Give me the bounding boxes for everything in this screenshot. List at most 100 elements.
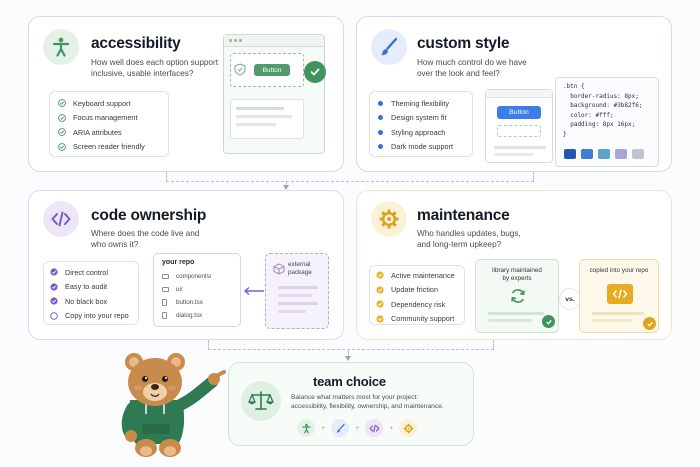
code-icon: [607, 284, 633, 304]
repo-title: your repo: [162, 259, 195, 266]
code-icon: [43, 201, 79, 237]
code-line: .btn {: [563, 83, 585, 90]
code-line: border-radius: 8px;: [563, 92, 639, 100]
folder-icon: [162, 287, 169, 292]
team-choice-description: Balance what matters most for your proje…: [291, 394, 444, 410]
maintenance-description: Who handles updates, bugs, and long-term…: [417, 229, 521, 249]
list-item: Theming flexibility: [378, 96, 464, 111]
custom-style-criteria-list: Theming flexibility Design system fit St…: [369, 91, 473, 157]
accessibility-criteria-list: Keyboard support Focus management ARIA a…: [49, 91, 169, 157]
accessibility-icon: [297, 419, 315, 437]
refresh-icon: [511, 289, 525, 303]
check-circle-icon: [58, 99, 66, 108]
check-badge-icon: [643, 317, 656, 330]
brush-icon: [371, 29, 407, 65]
check-circle-icon: [376, 300, 384, 308]
list-item: Update friction: [376, 283, 458, 298]
gear-icon: [399, 419, 418, 437]
list-item: Active maintenance: [376, 268, 458, 283]
external-package-card: external package: [265, 253, 329, 329]
connector-bottom: [208, 340, 494, 350]
check-circle-icon: [58, 128, 66, 137]
check-circle-icon: [58, 142, 66, 151]
circle-outline-icon: [50, 312, 58, 320]
team-icons-row: + + +: [297, 419, 418, 437]
code-line: color: #fff;: [563, 111, 614, 119]
shield-icon: [234, 63, 246, 76]
check-circle-icon: [50, 283, 58, 291]
color-swatch-row: [564, 149, 644, 159]
check-circle-icon: [376, 286, 384, 294]
mock-button: Button: [254, 64, 290, 76]
code-ownership-description: Where does the code live and who owns it…: [91, 229, 200, 249]
repo-item: dialog.tsx: [162, 309, 232, 322]
check-circle-icon: [50, 268, 58, 276]
color-swatch: [564, 149, 576, 159]
connector-top-arrow: [282, 185, 289, 190]
list-item: ARIA attributes: [58, 125, 160, 140]
list-item: Design system fit: [378, 111, 464, 126]
arrow-left-icon: [243, 286, 264, 296]
repo-item: components/: [162, 270, 232, 283]
maintenance-title: maintenance: [417, 207, 510, 224]
code-ownership-title: code ownership: [91, 207, 207, 224]
list-item: Dark mode support: [378, 140, 464, 155]
accessibility-title: accessibility: [91, 35, 181, 52]
repo-item: button.tsx: [162, 296, 232, 309]
color-swatch: [598, 149, 610, 159]
check-circle-icon: [50, 297, 58, 305]
maintenance-criteria-list: Active maintenance Update friction Depen…: [369, 265, 465, 325]
brush-icon: [331, 419, 350, 437]
folder-icon: [162, 274, 169, 279]
check-badge-icon: [304, 61, 326, 83]
custom-style-panel: custom style How much control do we have…: [356, 16, 672, 172]
list-item: Dependency risk: [376, 297, 458, 312]
list-item: Community support: [376, 312, 458, 327]
connector-bottom-stem: [348, 350, 349, 358]
file-icon: [162, 312, 167, 319]
code-line: }: [563, 130, 567, 138]
team-choice-panel: team choice Balance what matters most fo…: [228, 362, 474, 446]
list-item: Screen reader friendly: [58, 140, 160, 155]
package-icon: [273, 263, 285, 275]
list-item: No black box: [50, 294, 132, 309]
connector-top: [166, 172, 534, 182]
repo-item: ui/: [162, 283, 232, 296]
list-item: Direct control: [50, 265, 132, 280]
custom-style-preview-mock: Button: [485, 89, 553, 163]
color-swatch: [581, 149, 593, 159]
code-line: padding: 8px 16px;: [563, 121, 636, 128]
team-choice-title: team choice: [313, 374, 386, 389]
accessibility-browser-mock: Button: [223, 34, 325, 154]
library-label: library maintained by experts: [492, 267, 542, 282]
scales-icon: [241, 381, 281, 421]
css-code-card: .btn { border-radius: 8px; background: #…: [555, 77, 659, 167]
copied-label: copied into your repo: [589, 267, 649, 274]
code-line: background: #3b82f6;: [563, 102, 643, 109]
bear-mascot-illustration: [121, 353, 226, 457]
color-swatch: [615, 149, 627, 159]
list-item: Keyboard support: [58, 96, 160, 111]
code-ownership-criteria-list: Direct control Easy to audit No black bo…: [43, 261, 139, 325]
external-package-label: external package: [288, 261, 312, 276]
check-circle-icon: [376, 315, 384, 323]
code-ownership-panel: code ownership Where does the code live …: [28, 190, 344, 340]
accessibility-icon: [43, 29, 79, 65]
maintenance-panel: maintenance Who handles updates, bugs, a…: [356, 190, 672, 340]
accessibility-description: How well does each option support inclus…: [91, 58, 218, 78]
connector-bottom-arrow: [344, 356, 351, 361]
list-item: Easy to audit: [50, 280, 132, 295]
list-item: Copy into your repo: [50, 309, 132, 324]
gear-icon: [371, 201, 407, 237]
check-badge-icon: [542, 315, 555, 328]
your-repo-card: your repo components/ ui/ button.tsx dia…: [153, 253, 241, 327]
color-swatch: [632, 149, 644, 159]
check-circle-icon: [58, 113, 66, 122]
custom-style-description: How much control do we have over the loo…: [417, 58, 527, 78]
accessibility-panel: accessibility How well does each option …: [28, 16, 344, 172]
list-item: Focus management: [58, 111, 160, 126]
mock-button: Button: [497, 106, 541, 119]
check-circle-icon: [376, 271, 384, 279]
vs-badge: vs.: [559, 288, 581, 310]
list-item: Styling approach: [378, 125, 464, 140]
